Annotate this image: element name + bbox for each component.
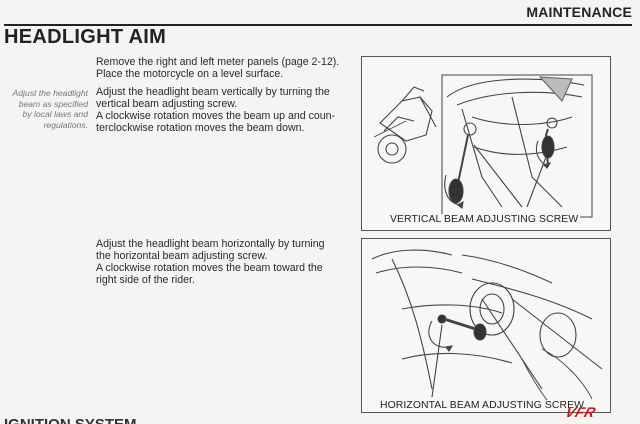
horizontal-screw-illustration (371, 249, 603, 408)
side-note-line: regulations. (43, 119, 88, 130)
horizontal-adjust-paragraph: Adjust the headlight beam horizontally b… (96, 238, 358, 286)
horizontal-line: Adjust the headlight beam horizontally b… (96, 238, 325, 250)
motorcycle-icon (373, 86, 437, 164)
watermark-logo: VFR (563, 404, 599, 420)
section-header: MAINTENANCE (526, 4, 632, 20)
vertical-line: terclockwise rotation moves the beam dow… (96, 122, 305, 134)
vertical-screw-figure: VERTICAL BEAM ADJUSTING SCREW (361, 56, 611, 231)
header-rule (4, 24, 632, 26)
horizontal-line: right side of the rider. (96, 274, 195, 286)
side-note: Adjust the headlight beam as specified b… (2, 88, 89, 130)
intro-line: Place the motorcycle on a level surface. (96, 68, 284, 80)
intro-paragraph: Remove the right and left meter panels (… (96, 56, 358, 80)
horizontal-line: the horizontal beam adjusting screw. (96, 250, 268, 262)
vertical-line: vertical beam adjusting screw. (96, 98, 238, 110)
horizontal-line: A clockwise rotation moves the beam towa… (96, 262, 323, 274)
vertical-line: Adjust the headlight beam vertically by … (96, 86, 330, 98)
vertical-line: A clockwise rotation moves the beam up a… (96, 110, 336, 122)
side-note-line: Adjust the headlight (12, 88, 89, 98)
intro-line: Remove the right and left meter panels (… (96, 56, 340, 68)
horizontal-screw-caption: HORIZONTAL BEAM ADJUSTING SCREW (378, 400, 587, 411)
vertical-screw-illustration (373, 74, 593, 218)
next-section-heading: IGNITION SYSTEM (4, 416, 137, 424)
vertical-screw-caption: VERTICAL BEAM ADJUSTING SCREW (388, 214, 581, 225)
side-note-line: by local laws and (22, 109, 88, 119)
horizontal-screw-figure: HORIZONTAL BEAM ADJUSTING SCREW (361, 238, 611, 413)
vertical-adjust-paragraph: Adjust the headlight beam vertically by … (96, 86, 358, 134)
side-note-line: beam as specified (18, 98, 88, 109)
page-title: HEADLIGHT AIM (4, 26, 167, 48)
